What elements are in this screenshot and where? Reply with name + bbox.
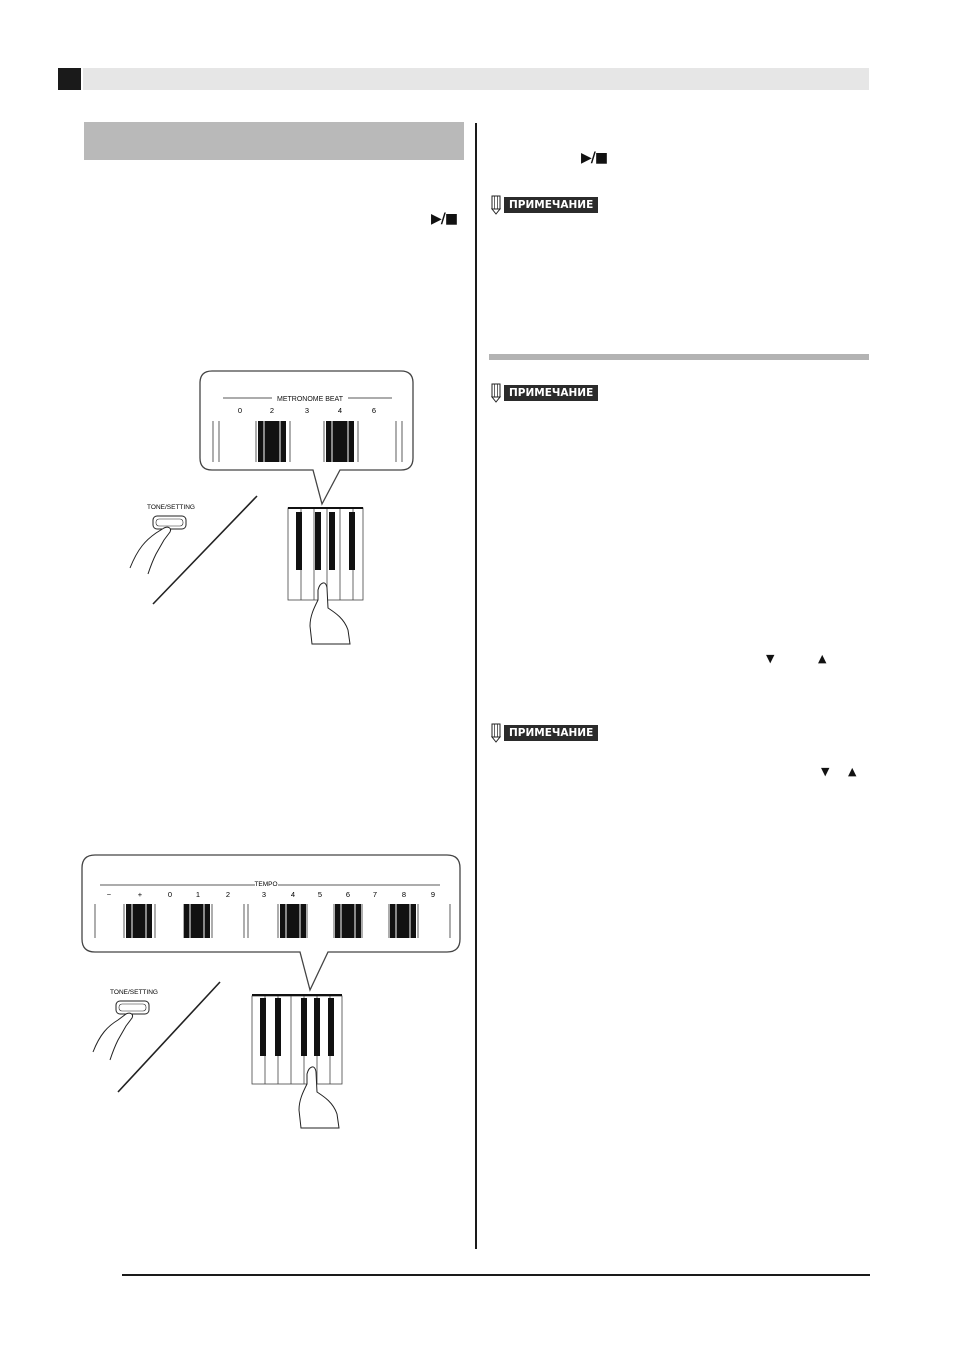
tempo-key-label: 2	[226, 890, 230, 899]
callout-bubble	[81, 854, 461, 992]
note-badge: ПРИМЕЧАНИЕ	[490, 383, 599, 403]
hand-left	[129, 526, 171, 575]
tone-setting-button	[152, 515, 187, 530]
tone-setting-button	[115, 1000, 150, 1015]
metronome-beat-label: METRONOME BEAT	[277, 396, 344, 403]
pencil-icon	[490, 383, 502, 403]
section-divider	[489, 354, 869, 360]
down-arrow-icon: ▼	[821, 765, 830, 778]
tempo-key-label: 9	[431, 890, 435, 899]
tone-setting-label: TONE/SETTING	[110, 989, 158, 996]
note-badge: ПРИМЕЧАНИЕ	[490, 723, 599, 743]
up-arrow-icon: ▲	[818, 652, 827, 665]
play-stop-icon: ▶/■	[581, 150, 608, 166]
play-stop-icon: ▶/■	[431, 211, 458, 227]
note-label: ПРИМЕЧАНИЕ	[504, 385, 599, 401]
chapter-marker	[58, 68, 81, 90]
beat-number: 3	[305, 406, 309, 415]
page-footer-rule	[122, 1274, 870, 1276]
tempo-key-label: −	[107, 890, 112, 899]
column-divider	[475, 123, 477, 1249]
tempo-key-label: +	[138, 890, 143, 899]
tempo-illustration: TEMPO − + 0 1 2 3 4 5 6 7 8 9 TONE/	[81, 854, 461, 1129]
note-badge: ПРИМЕЧАНИЕ	[490, 195, 599, 215]
note-label: ПРИМЕЧАНИЕ	[504, 197, 599, 213]
callout-bubble	[199, 370, 414, 506]
beat-number: 4	[338, 406, 342, 415]
up-arrow-icon: ▲	[848, 765, 857, 778]
tempo-key-label: 6	[346, 890, 350, 899]
beat-number: 0	[238, 406, 242, 415]
chapter-header-bar	[83, 68, 869, 90]
tempo-key-label: 5	[318, 890, 322, 899]
keyboard-zoom	[94, 904, 451, 938]
tempo-label: TEMPO	[254, 881, 277, 888]
keyboard-zoom	[212, 421, 403, 462]
beat-number: 2	[270, 406, 274, 415]
tempo-key-label: 7	[373, 890, 377, 899]
pencil-icon	[490, 195, 502, 215]
down-arrow-icon: ▼	[766, 652, 775, 665]
beat-number: 6	[372, 406, 376, 415]
pencil-icon	[490, 723, 502, 743]
tempo-key-label: 4	[291, 890, 295, 899]
tempo-key-label: 3	[262, 890, 266, 899]
keyboard-small	[251, 995, 343, 1085]
tempo-key-label: 0	[168, 890, 172, 899]
tempo-key-label: 8	[402, 890, 406, 899]
hand-right	[309, 582, 351, 645]
hand-left	[92, 1012, 133, 1061]
hand-right	[298, 1066, 340, 1129]
metronome-beat-illustration: METRONOME BEAT 0 2 3 4 6 TONE/SETTING	[129, 370, 414, 645]
section-heading-band	[84, 122, 464, 160]
tone-setting-label: TONE/SETTING	[147, 504, 195, 511]
tempo-key-label: 1	[196, 890, 200, 899]
note-label: ПРИМЕЧАНИЕ	[504, 725, 599, 741]
